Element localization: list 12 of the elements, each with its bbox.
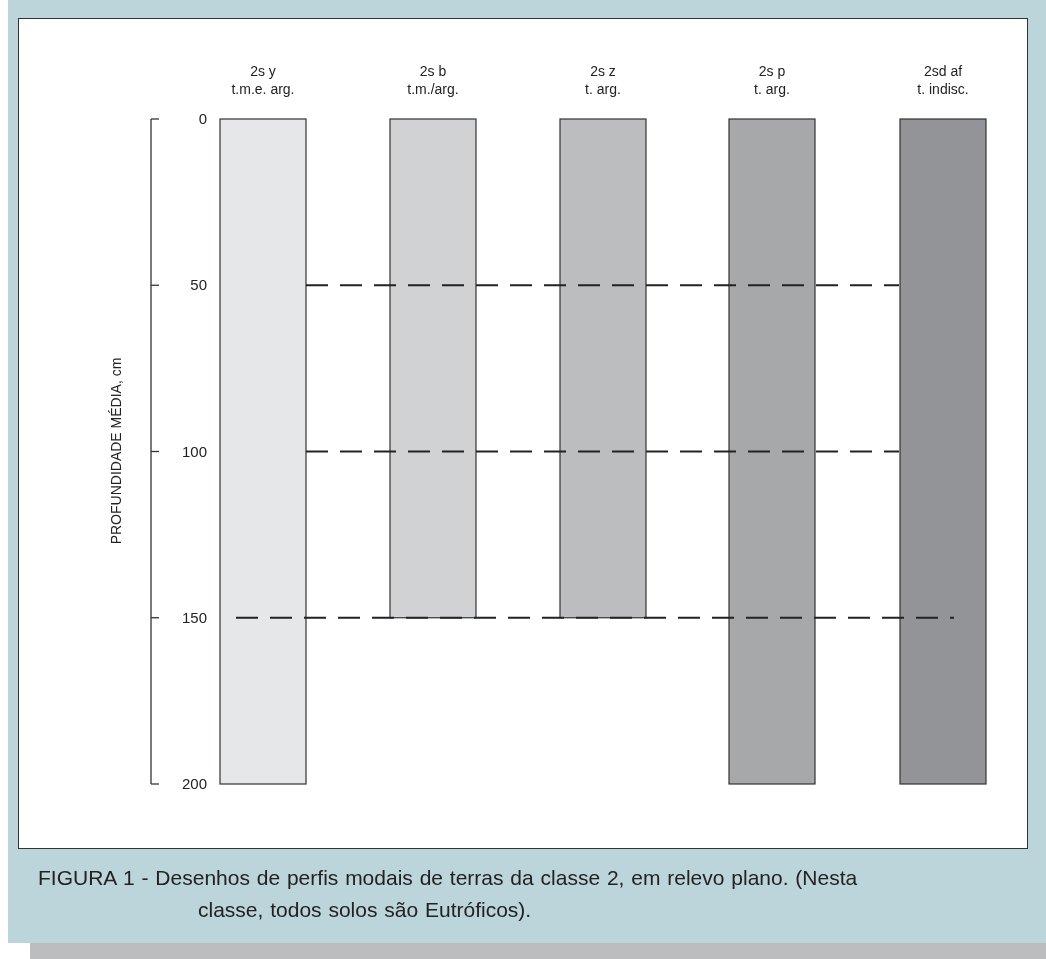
profile-label: 2s z t. arg. bbox=[584, 62, 622, 98]
tick-label: 150 bbox=[180, 608, 207, 627]
tick-label: 200 bbox=[180, 775, 207, 793]
profile-label: 2s y t.m.e. arg. bbox=[230, 62, 296, 98]
tick-label: 50 bbox=[189, 276, 207, 295]
tick-label: 100 bbox=[180, 442, 207, 461]
figure-caption: FIGURA 1 - Desenhos de perfis modais de terras da classe 2, em relevo plano. (Nesta classe, todos solos são Eutróficos). bbox=[38, 865, 859, 923]
axis-title: PROFUNDIDADE MÉDIA, cm bbox=[108, 357, 124, 545]
profile-label: 2s b t.m./arg. bbox=[406, 62, 460, 98]
tick-label: 0 bbox=[197, 110, 207, 128]
profile-label: 2sd af t. indisc. bbox=[916, 62, 970, 98]
profile-label: 2s p t. arg. bbox=[753, 62, 791, 98]
